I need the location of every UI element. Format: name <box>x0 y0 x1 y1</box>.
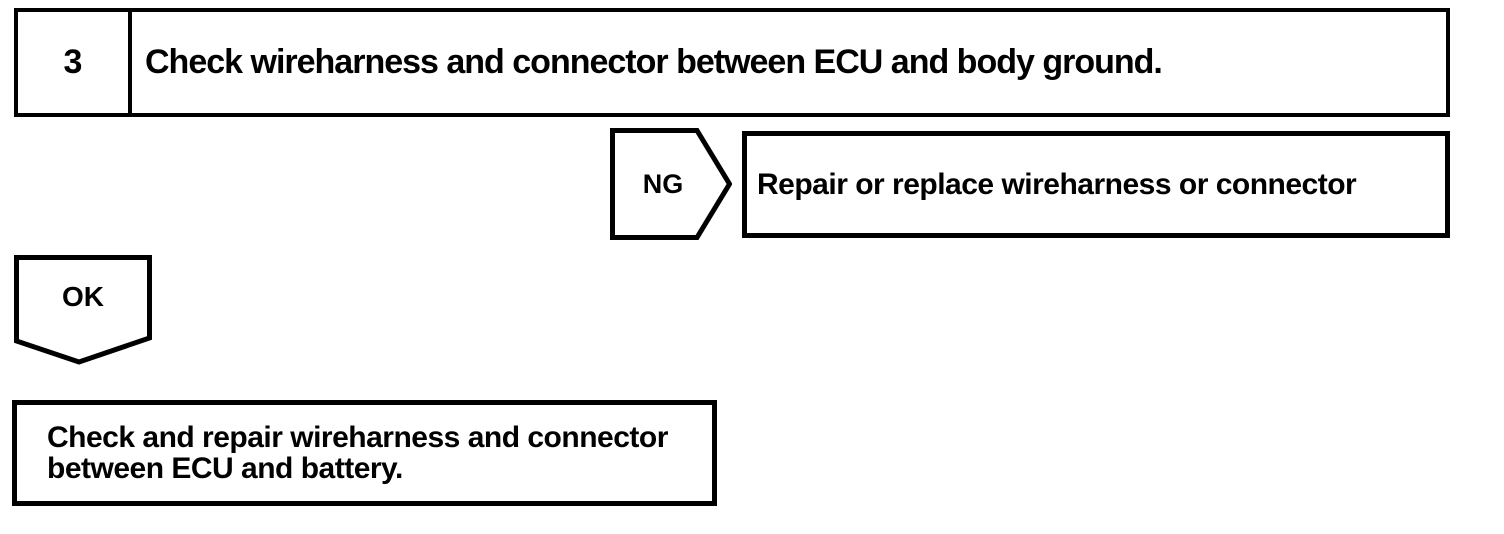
ok-label: OK <box>62 281 104 312</box>
ng-label: NG <box>642 168 684 199</box>
ng-action-box: Repair or replace wireharness or connect… <box>742 131 1450 238</box>
ng-pentagon-icon <box>610 128 732 240</box>
ok-pentagon-icon <box>14 255 152 365</box>
ng-action-text: Repair or replace wireharness or connect… <box>757 167 1357 201</box>
step-box: 3 Check wireharness and connector betwee… <box>14 8 1450 117</box>
ok-action-box: Check and repair wireharness and connect… <box>12 400 717 506</box>
step-instruction: Check wireharness and connector between … <box>145 43 1163 81</box>
step-number: 3 <box>18 12 132 113</box>
ok-branch-connector: OK <box>14 255 152 365</box>
ok-action-text: Check and repair wireharness and connect… <box>47 421 668 485</box>
ng-branch-connector: NG <box>610 128 732 240</box>
